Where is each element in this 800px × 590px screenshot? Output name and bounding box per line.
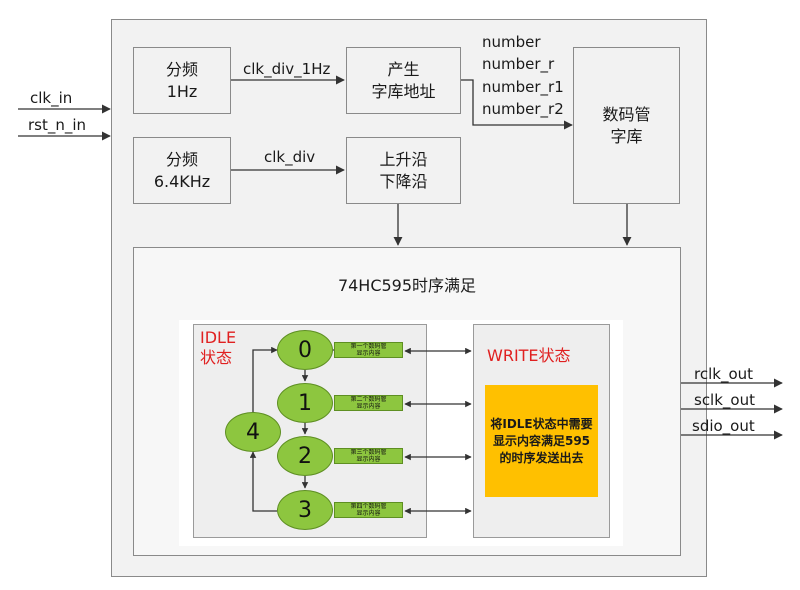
font-library-line1: 数码管 <box>602 104 651 124</box>
digit-1-line2: 显示内容 <box>356 350 381 357</box>
write-description-box: 将IDLE状态中需要显示内容满足595的时序发送出去 <box>485 385 598 497</box>
address-generator-block: 产生 字库地址 <box>346 47 461 114</box>
digit-1-line1: 第一个数码管 <box>350 343 387 350</box>
number-bus-wire <box>461 79 573 130</box>
state-4-to-0-arrow <box>252 346 278 412</box>
digit-4-content-box: 第四个数码管 显示内容 <box>334 502 403 518</box>
divider-1hz-line1: 分频 <box>165 59 198 79</box>
write-label: WRITE状态 <box>487 346 571 365</box>
clk-div-label: clk_div <box>264 148 316 166</box>
clk-in-label: clk_in <box>30 89 73 107</box>
font-library-line2: 字库 <box>610 126 643 146</box>
divider-6k4hz-line2: 6.4KHz <box>153 171 211 191</box>
number-r-label: number_r <box>482 55 555 73</box>
digit-2-line1: 第二个数码管 <box>350 396 387 403</box>
state-1: 1 <box>277 383 333 423</box>
digit-3-line1: 第三个数码管 <box>350 449 387 456</box>
edge-detect-block: 上升沿 下降沿 <box>346 137 461 204</box>
state-1-label: 1 <box>298 390 312 416</box>
number-r1-label: number_r1 <box>482 78 564 96</box>
edge-detect-line1: 上升沿 <box>379 149 428 169</box>
state-4-label: 4 <box>246 419 260 445</box>
state-0: 0 <box>277 330 333 370</box>
number-label: number <box>482 33 541 51</box>
divider-1hz-line2: 1Hz <box>166 81 198 101</box>
address-generator-line1: 产生 <box>387 59 420 79</box>
state-4: 4 <box>225 412 281 452</box>
digit-4-line2: 显示内容 <box>356 510 381 517</box>
state-0-label: 0 <box>298 337 312 363</box>
sdio-out-label: sdio_out <box>692 417 755 435</box>
edge-detect-line2: 下降沿 <box>379 171 428 191</box>
state-2-label: 2 <box>298 443 312 469</box>
state-3-to-4-arrow <box>249 451 277 512</box>
fsm-title: 74HC595时序满足 <box>337 276 477 295</box>
digit-3-line2: 显示内容 <box>356 456 381 463</box>
idle-label: IDLE 状态 <box>200 328 236 368</box>
write-description: 将IDLE状态中需要显示内容满足595的时序发送出去 <box>490 416 593 465</box>
digit-4-line1: 第四个数码管 <box>350 503 387 510</box>
rst-n-in-label: rst_n_in <box>28 116 87 134</box>
sclk-out-label: sclk_out <box>694 391 755 409</box>
state-3-label: 3 <box>298 497 312 523</box>
clk-div-1hz-label: clk_div_1Hz <box>243 60 331 78</box>
idle-label-line1: IDLE <box>200 328 237 347</box>
divider-6k4hz-block: 分频 6.4KHz <box>133 137 231 204</box>
digit-2-line2: 显示内容 <box>356 403 381 410</box>
state-2: 2 <box>277 436 333 476</box>
digit-1-content-box: 第一个数码管 显示内容 <box>334 342 403 358</box>
digit-3-content-box: 第三个数码管 显示内容 <box>334 448 403 464</box>
rclk-out-label: rclk_out <box>694 365 754 383</box>
divider-1hz-block: 分频 1Hz <box>133 47 231 114</box>
font-library-block: 数码管 字库 <box>573 47 680 204</box>
address-generator-line2: 字库地址 <box>371 81 436 101</box>
state-3: 3 <box>277 490 333 530</box>
digit-2-content-box: 第二个数码管 显示内容 <box>334 395 403 411</box>
number-r2-label: number_r2 <box>482 100 564 118</box>
idle-label-line2: 状态 <box>200 348 233 367</box>
divider-6k4hz-line1: 分频 <box>165 149 198 169</box>
